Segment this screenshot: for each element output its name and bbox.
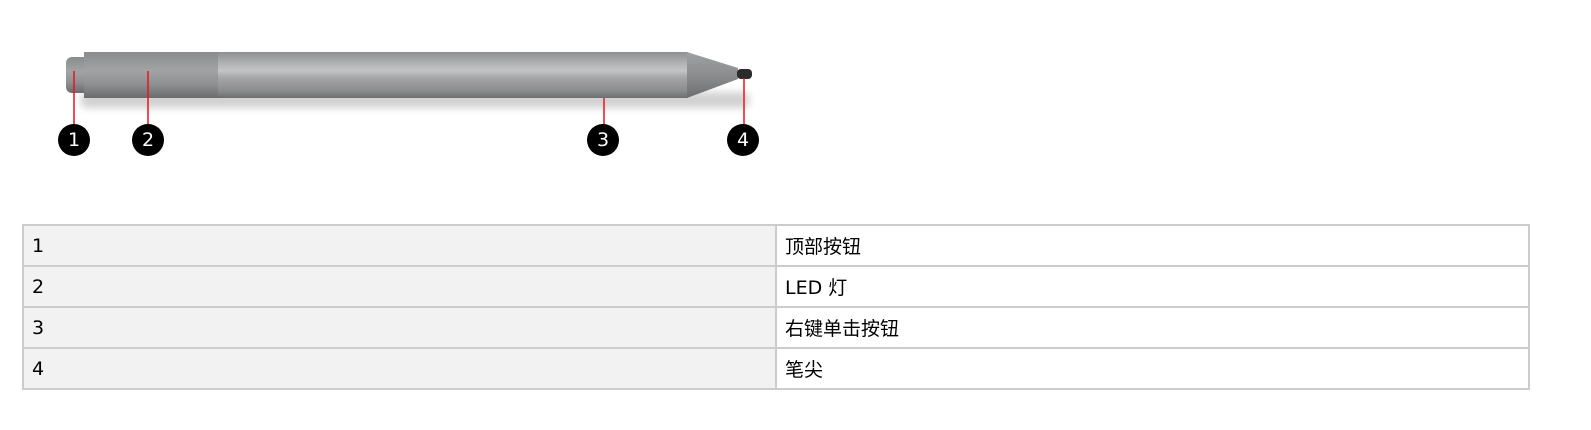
pen-tip-shape [737,69,752,79]
row-number: 4 [22,347,777,390]
row-label: LED 灯 [775,265,1530,308]
row-number: 2 [22,265,777,308]
table-row: 4 笔尖 [22,347,1530,390]
row-number: 1 [22,224,777,267]
callout-2: 2 [132,124,164,156]
table-row: 3 右键单击按钮 [22,306,1530,349]
callout-3: 3 [587,124,619,156]
pen-diagram: 1 2 3 4 [0,0,800,180]
row-label: 笔尖 [775,347,1530,390]
pen-illustration [66,52,752,126]
callout-4: 4 [727,124,759,156]
row-number: 3 [22,306,777,349]
callout-1: 1 [58,124,90,156]
row-label: 右键单击按钮 [775,306,1530,349]
row-label: 顶部按钮 [775,224,1530,267]
table-row: 1 顶部按钮 [22,224,1530,267]
table-row: 2 LED 灯 [22,265,1530,308]
legend-table: 1 顶部按钮 2 LED 灯 3 右键单击按钮 4 笔尖 [22,224,1530,390]
